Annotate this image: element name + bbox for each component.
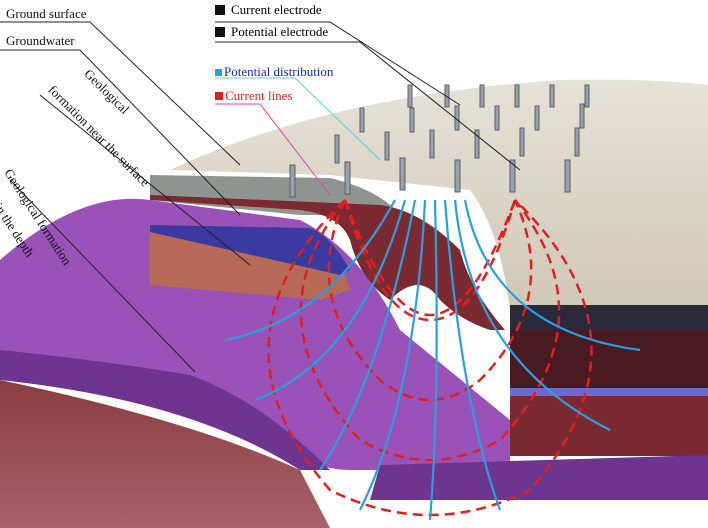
potential-lines [224,199,641,521]
current-electrode-marker-icon [215,5,225,15]
purple-formation [0,198,510,470]
electrodes [289,84,590,198]
potential-electrode-marker-icon [215,27,225,37]
potential-distribution-marker-icon [215,68,222,76]
legend-label: Current electrode [231,2,322,17]
groundwater-layer [150,225,350,275]
legend-current-lines: Current lines [215,88,293,104]
legend-label: Potential distribution [224,64,334,79]
label-ground-surface: Ground surface [6,6,87,21]
deep-formation [0,380,330,528]
legend-potential-distribution: Potential distribution [215,64,333,80]
ground-surface [170,79,708,310]
legend-label: Potential electrode [231,24,329,39]
current-lines-marker-icon [215,92,223,100]
label-groundwater: Groundwater [6,33,75,48]
legend-label: Current lines [225,88,293,103]
legend-potential-electrode: Potential electrode [215,24,328,40]
near-surface-formation [150,195,505,330]
legend-current-electrode: Current electrode [215,2,322,18]
